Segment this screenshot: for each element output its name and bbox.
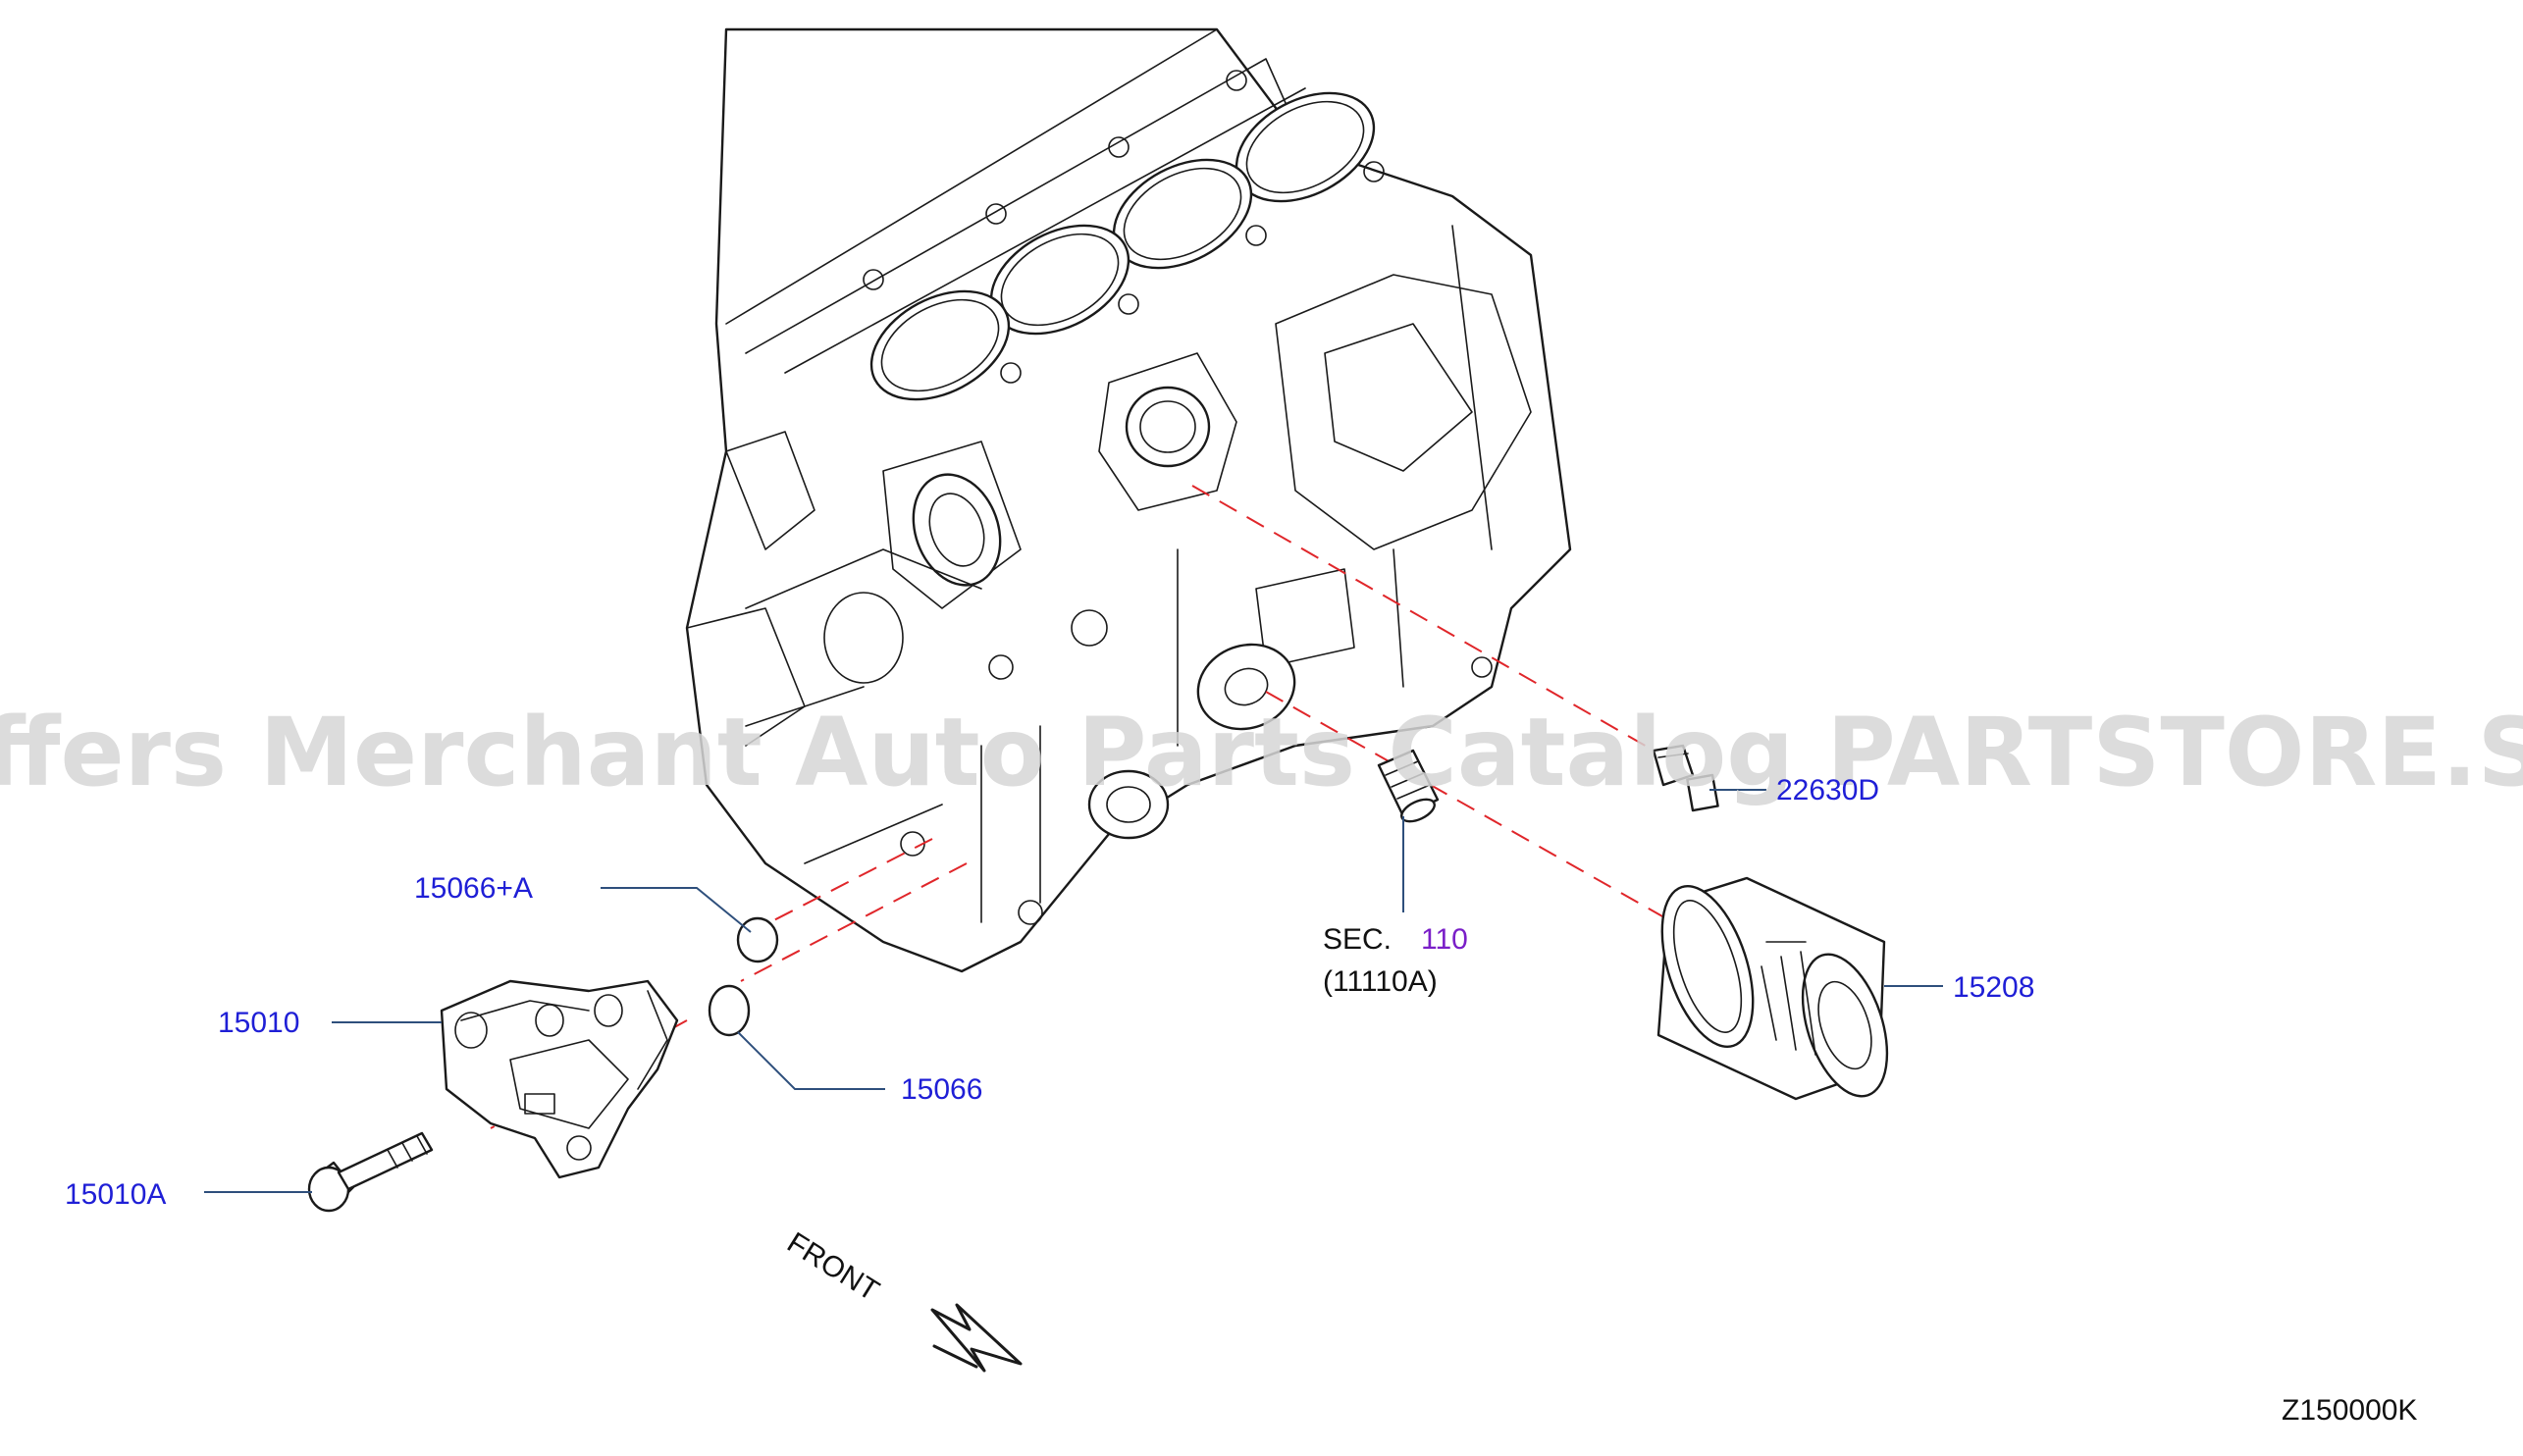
leader-15066 [737,1031,885,1090]
diagram-code: Z150000K [2282,1394,2417,1427]
oil-pressure-switch [1652,744,1719,812]
front-arrow-icon [930,1303,1023,1373]
engine-block [685,27,1572,973]
leader-lines [204,789,1943,1193]
o-ring-15066A [736,916,779,963]
oil-pump-bolt [307,1131,434,1213]
part-label-15066[interactable]: 15066 [901,1073,982,1106]
section-ref-prefix: SEC. [1323,923,1392,956]
part-label-15010A[interactable]: 15010A [65,1178,166,1211]
watermark: Offers Merchant Auto Parts Catalog PARTS… [0,698,2523,807]
dash-line-15208 [1265,691,1708,943]
section-ref-subpart: (11110A) [1323,965,1438,998]
part-label-22630D[interactable]: 22630D [1776,774,1879,806]
o-ring-15066 [708,984,751,1037]
part-label-15208[interactable]: 15208 [1953,971,2034,1004]
front-label: FRONT [781,1226,884,1308]
leader-15066A [601,887,752,933]
oil-filter [1656,876,1889,1101]
stud-sec110 [1377,749,1440,823]
part-label-15066A[interactable]: 15066+A [414,872,533,905]
dash-line-15066A [760,838,933,928]
dash-line-22630D [1191,485,1689,771]
part-label-15010[interactable]: 15010 [218,1007,299,1039]
section-ref-link[interactable]: 110 [1421,923,1468,956]
oil-pump [440,979,679,1179]
dash-line-15066 [740,862,968,982]
